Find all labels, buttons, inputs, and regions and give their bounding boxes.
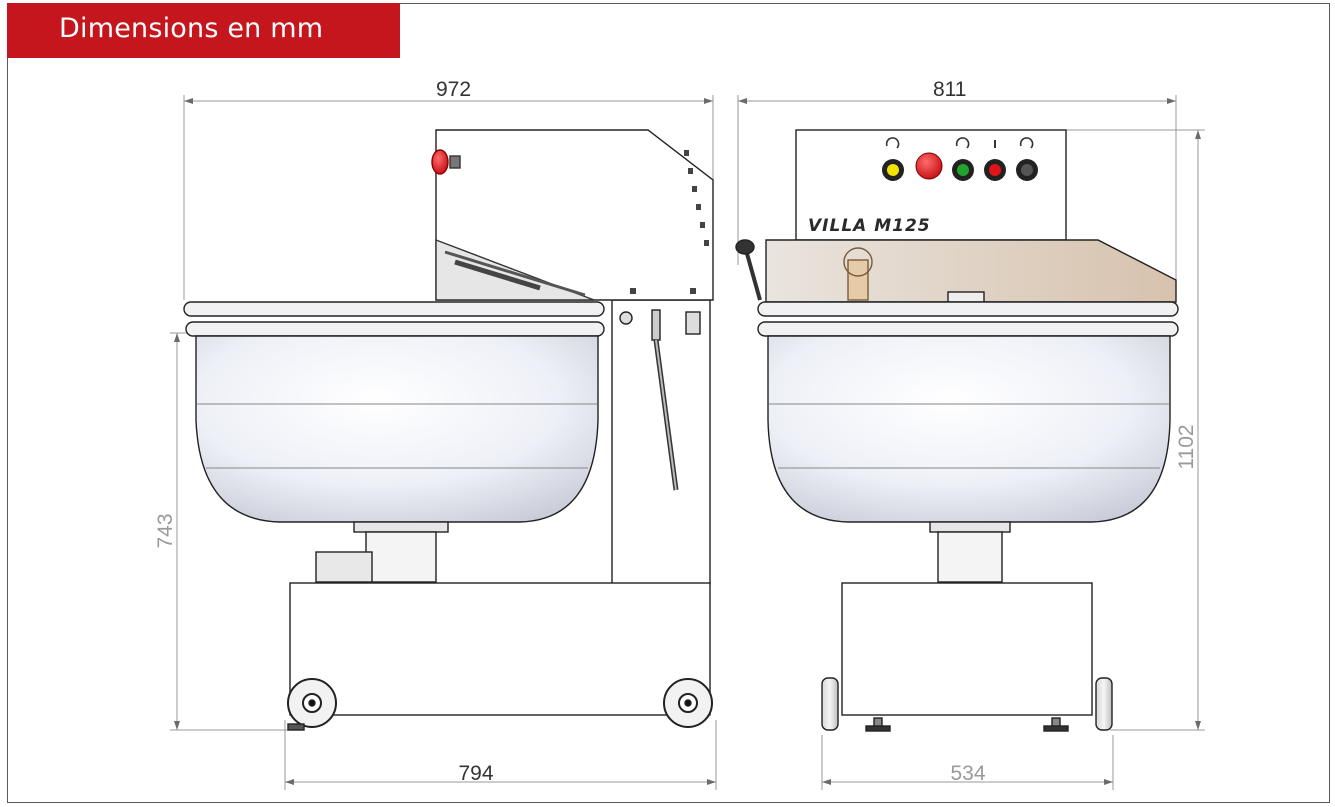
dim-front-width: 811 [933,78,966,101]
reverse-black-button [1021,164,1033,176]
header-title: Dimensions en mm [59,13,324,44]
dim-side-width: 972 [436,78,471,101]
dim-bowl-height: 743 [154,513,177,548]
dim-front-base-width: 534 [950,762,985,785]
mixer-front-view [735,129,1179,732]
start-yellow-button [887,164,899,176]
rotate-icon [885,137,900,149]
mixer-side-view [183,129,714,731]
control-buttons [882,137,1038,181]
start-green-button [957,164,969,176]
brand-label: VILLA M125 [808,216,931,236]
rotate-icon [955,137,970,149]
side-wheel-right [663,678,713,728]
dim-side-base-width: 794 [458,762,493,785]
header-banner: Dimensions en mm [7,3,400,58]
alert-icon [994,140,996,148]
drawing-frame [7,3,1330,803]
rotate-icon [1019,137,1034,149]
dimension-arrows [174,98,1201,785]
emergency-stop-icon [431,149,449,175]
dim-front-height: 1102 [1175,424,1198,469]
stop-red-button [989,164,1001,176]
emergency-stop-button [915,152,943,180]
side-wheel-left [287,678,337,728]
